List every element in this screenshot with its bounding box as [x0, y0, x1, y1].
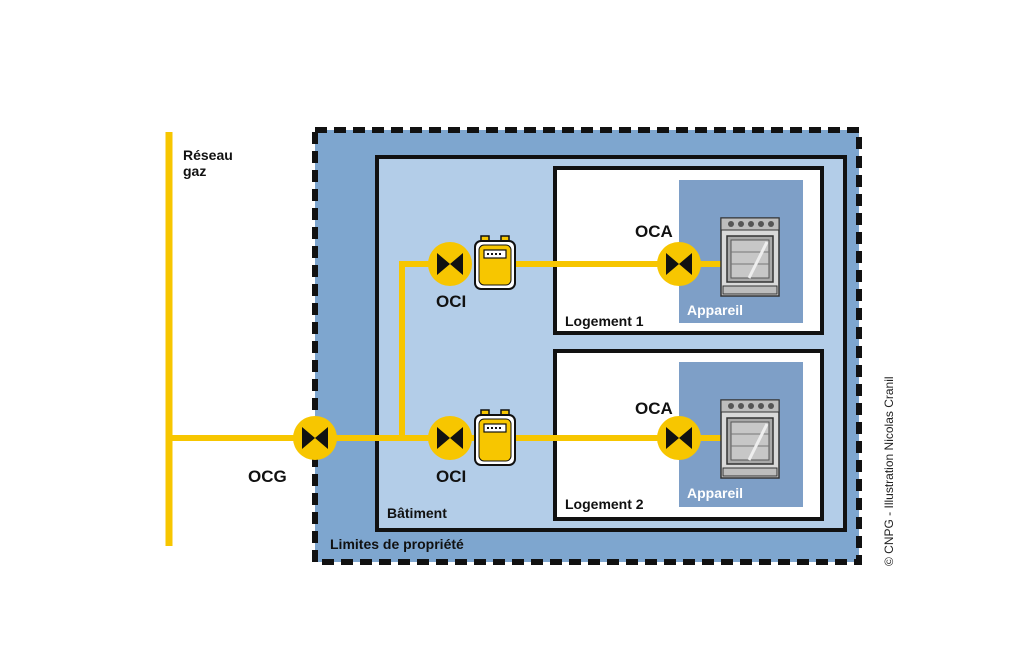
- gas-stove-icon: [720, 399, 780, 479]
- valve-ocg-label: OCG: [248, 467, 287, 486]
- gas-meter-icon: [474, 235, 516, 290]
- network-label-line2: gaz: [183, 163, 206, 179]
- valve-oci-2-label: OCI: [436, 467, 466, 486]
- valve-oca-1-label: OCA: [635, 222, 673, 241]
- valve-oci-1: [428, 242, 472, 286]
- valve-ocg: [293, 416, 337, 460]
- credit-text: © CNPG - Illustration Nicolas Cranil: [882, 376, 896, 566]
- appliance-2-label: Appareil: [687, 485, 743, 501]
- valve-oci-2: [428, 416, 472, 460]
- gas-meter-icon: [474, 409, 516, 466]
- valve-oci-1-label: OCI: [436, 292, 466, 311]
- valve-oca-1: [657, 242, 701, 286]
- building-label: Bâtiment: [387, 505, 447, 521]
- dwelling-2-label: Logement 2: [565, 496, 644, 512]
- dwelling-1-label: Logement 1: [565, 313, 644, 329]
- gas-stove-icon: [720, 217, 780, 297]
- valve-oca-2: [657, 416, 701, 460]
- property-label: Limites de propriété: [330, 536, 464, 552]
- valve-oca-2-label: OCA: [635, 399, 673, 418]
- appliance-1-label: Appareil: [687, 302, 743, 318]
- network-label-line1: Réseau: [183, 147, 233, 163]
